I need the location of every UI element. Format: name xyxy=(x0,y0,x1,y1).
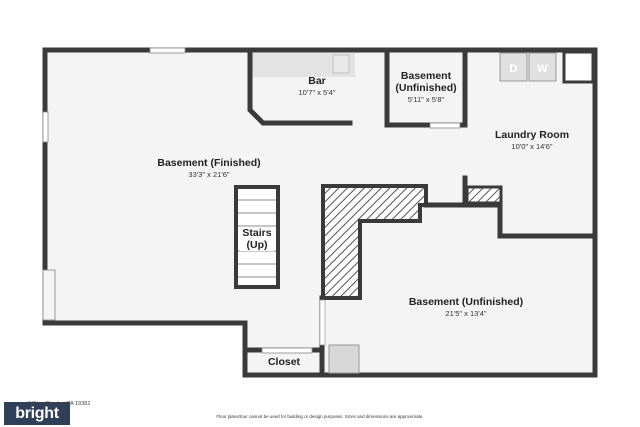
logo-text: bright xyxy=(15,404,59,422)
bar-dims: 10'7" x 5'4" xyxy=(299,88,336,97)
bright-logo: bright xyxy=(4,402,70,425)
door-unfinished-large xyxy=(319,299,326,346)
unfinished-small-dims: 5'11" x 5'8" xyxy=(408,95,445,104)
stairs-name-2: (Up) xyxy=(247,239,268,251)
laundry-name: Laundry Room xyxy=(495,129,569,141)
dryer-label: D xyxy=(510,63,518,75)
bar-counter xyxy=(250,53,355,77)
door-left xyxy=(42,269,56,321)
hatched-block-large xyxy=(321,184,428,300)
laundry-dims: 10'0" x 14'6" xyxy=(511,142,552,151)
finished-name: Basement (Finished) xyxy=(157,157,260,169)
bar-sink xyxy=(332,54,350,74)
appliances: D W xyxy=(499,50,595,84)
finished-dims: 33'3" x 21'6" xyxy=(188,170,229,179)
floor-area xyxy=(45,50,595,375)
unfinished-large-name: Basement (Unfinished) xyxy=(409,296,523,308)
door-unfinished-small xyxy=(429,122,461,129)
stairs-name-1: Stairs xyxy=(242,227,271,239)
closet-name: Closet xyxy=(268,356,301,368)
utility-box xyxy=(328,344,360,374)
stairs xyxy=(234,185,280,289)
washer-label: W xyxy=(537,63,548,75)
laundry-cabinet xyxy=(562,50,595,84)
window-top xyxy=(149,47,186,54)
unfinished-large-dims: 21'5" x 13'4" xyxy=(445,309,486,318)
room-labels: Bar 10'7" x 5'4" Basement (Unfinished) 5… xyxy=(157,70,569,368)
window-left xyxy=(42,111,49,143)
unfinished-small-name-2: (Unfinished) xyxy=(395,82,456,94)
disclaimer-text: Floor plans/tour cannot be used for buil… xyxy=(216,414,424,419)
property-address: 345 ... Chester, PA 19382 xyxy=(28,401,91,407)
washer-icon xyxy=(528,52,557,82)
dryer-icon xyxy=(499,52,528,82)
bar-name: Bar xyxy=(308,75,326,87)
windows xyxy=(42,47,461,354)
unfinished-small-name-1: Basement xyxy=(401,70,452,82)
hatched-block-small xyxy=(465,185,503,205)
door-closet xyxy=(261,347,313,354)
